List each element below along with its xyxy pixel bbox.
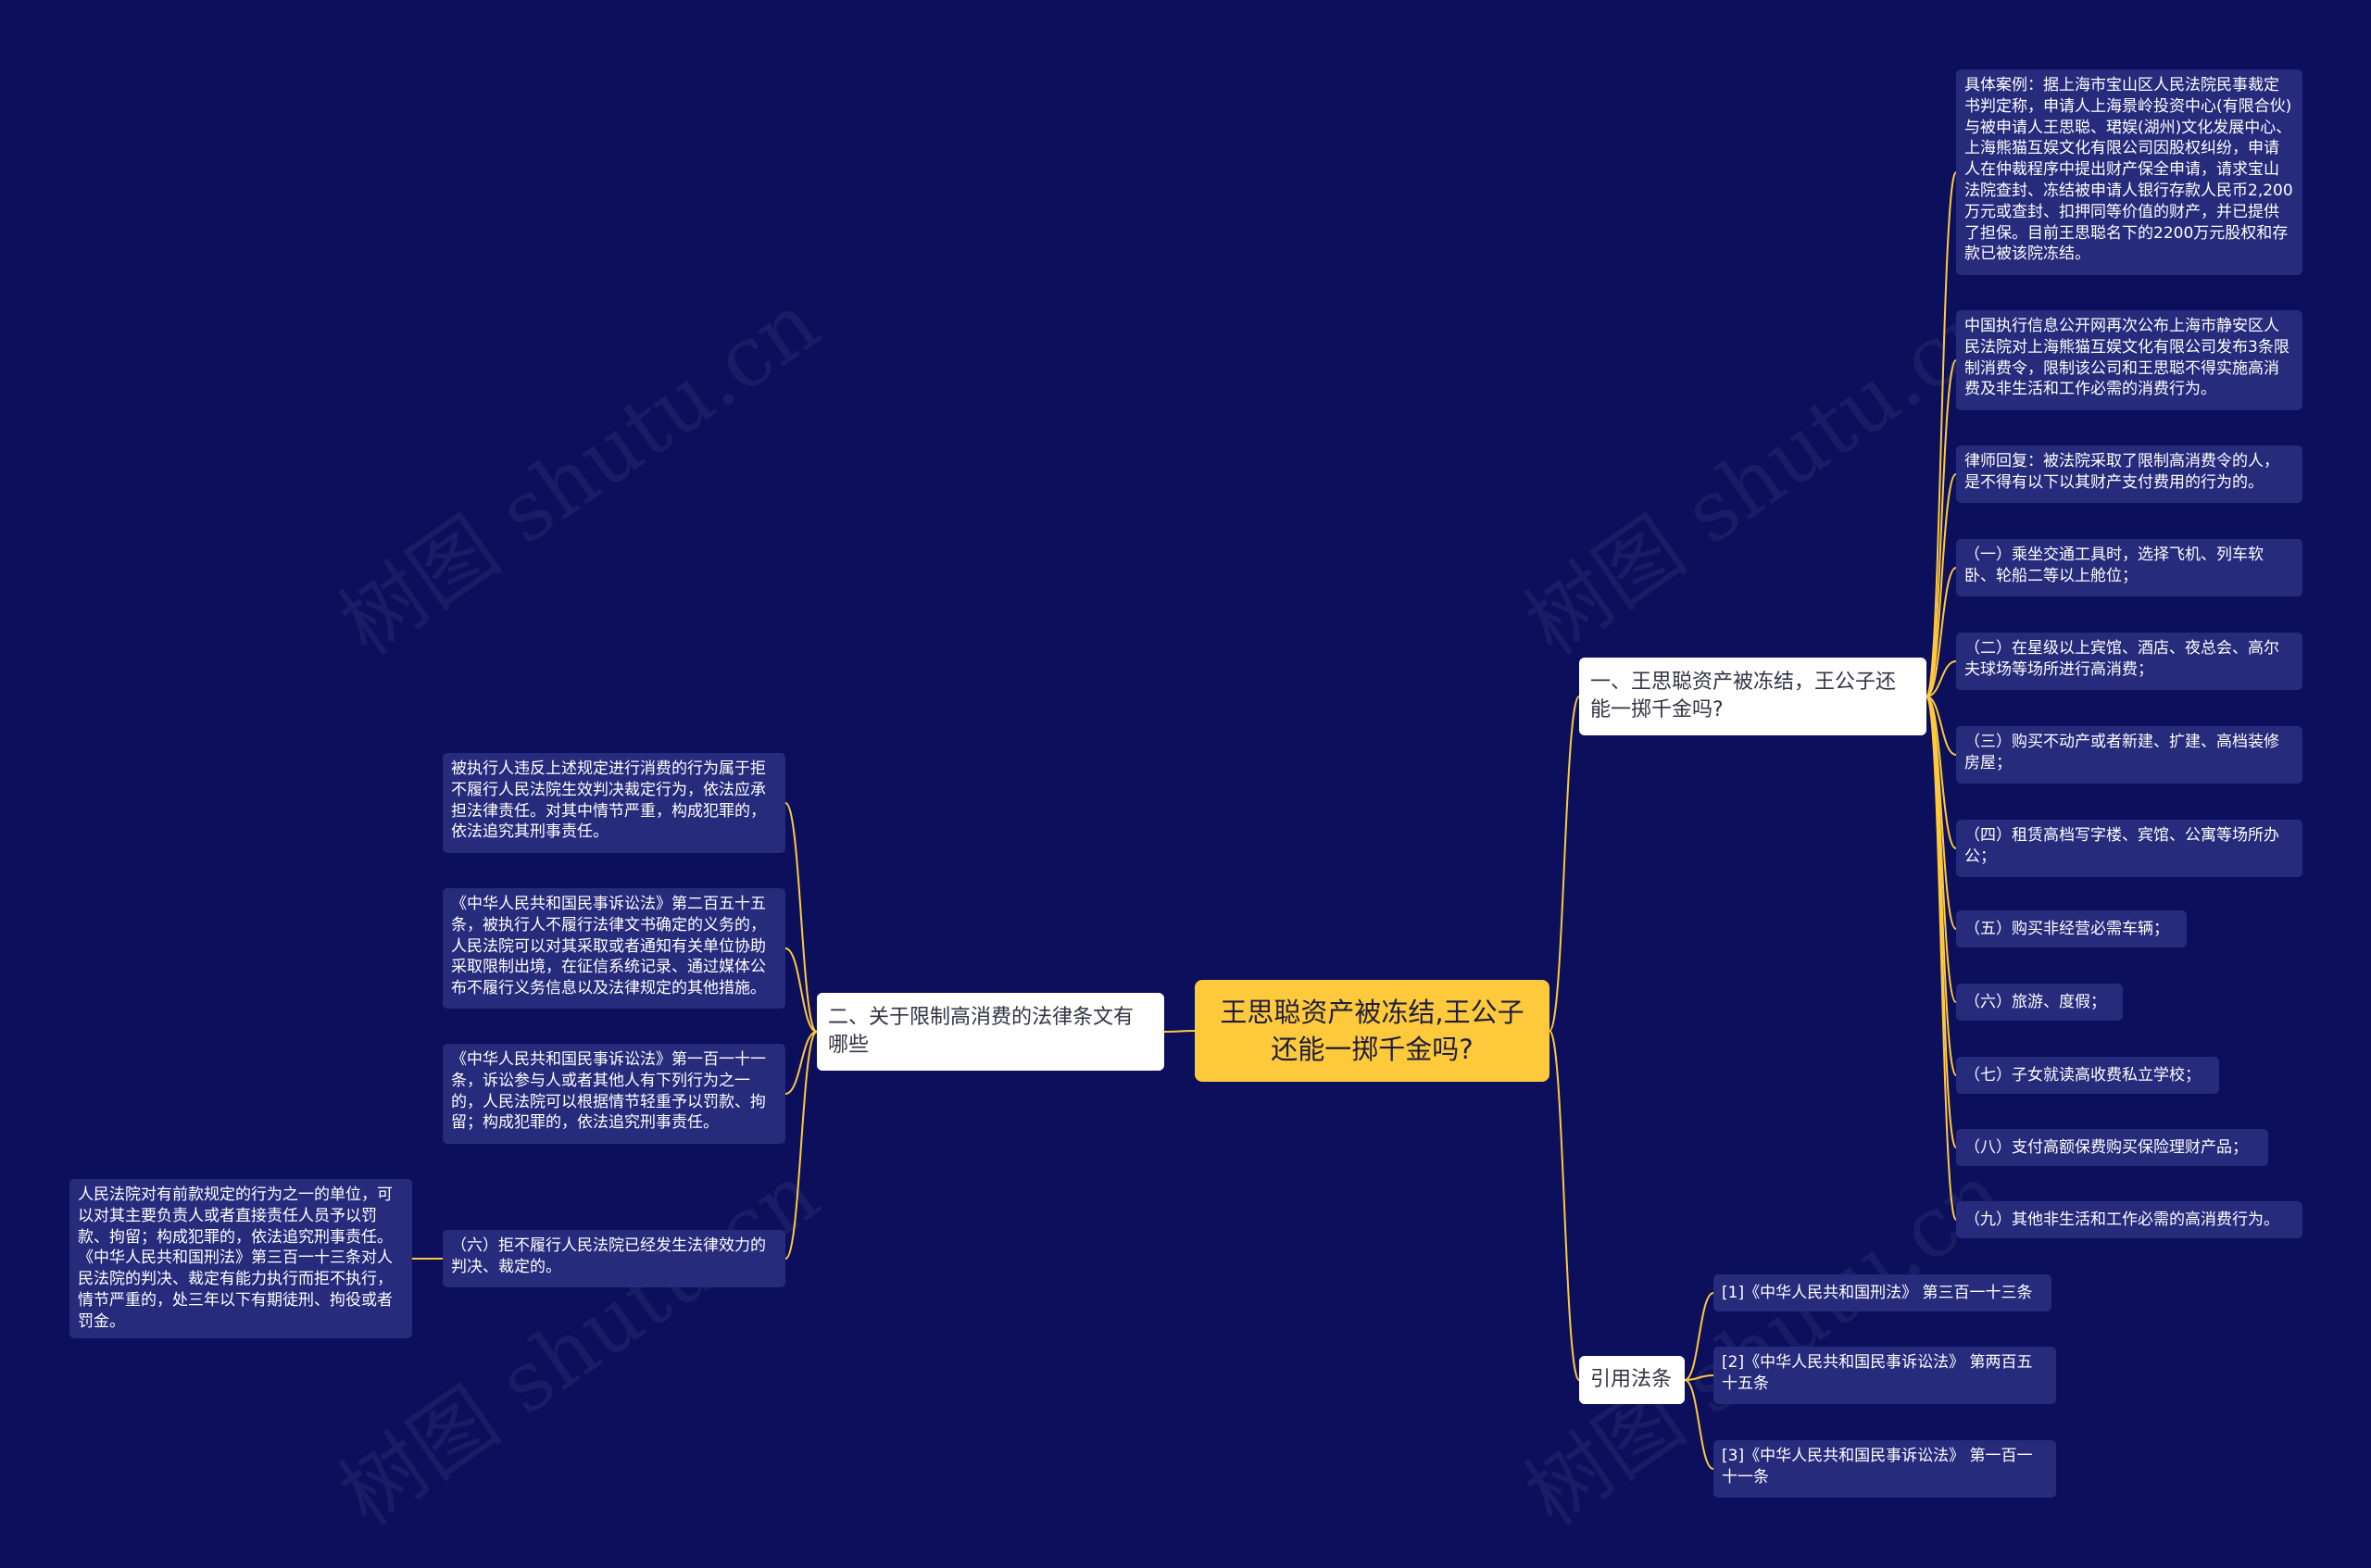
connector-branch3-2 [1684, 1379, 1714, 1470]
leaf-refuse-execution[interactable]: （六）拒不履行人民法院已经发生法律效力的判决、裁定的。 [443, 1230, 785, 1287]
connector-branch1-4 [1926, 660, 1957, 697]
leaf-citation-3[interactable]: [3]《中华人民共和国民事诉讼法》 第一百一十一条 [1713, 1440, 2056, 1498]
branch-node-legal-provisions[interactable]: 二、关于限制高消费的法律条文有哪些 [817, 993, 1164, 1071]
connector-branch1-11 [1926, 696, 1957, 1221]
connector-branch3-0 [1684, 1292, 1714, 1381]
leaf-civil-procedure-111[interactable]: 《中华人民共和国民事诉讼法》第一百一十一条，诉讼参与人或者其他人有下列行为之一的… [443, 1044, 785, 1144]
connector-branch1-2 [1926, 473, 1957, 697]
leaf-rule-5[interactable]: （五）购买非经营必需车辆； [1956, 910, 2187, 947]
connector-branch1-1 [1926, 359, 1957, 697]
leaf-rule-3[interactable]: （三）购买不动产或者新建、扩建、高档装修房屋； [1956, 726, 2302, 784]
leaf-citation-1[interactable]: [1]《中华人民共和国刑法》 第三百一十三条 [1713, 1274, 2051, 1311]
connector-branch1-0 [1926, 171, 1957, 697]
root-node[interactable]: 王思聪资产被冻结,王公子还能一掷千金吗? [1195, 980, 1549, 1082]
leaf-lawyer-reply[interactable]: 律师回复：被法院采取了限制高消费令的人，是不得有以下以其财产支付费用的行为的。 [1956, 445, 2302, 503]
leaf-rule-4[interactable]: （四）租赁高档写字楼、宾馆、公寓等场所办公； [1956, 820, 2302, 877]
leaf-citation-2[interactable]: [2]《中华人民共和国民事诉讼法》 第两百五十五条 [1713, 1347, 2056, 1404]
leaf-rule-2[interactable]: （二）在星级以上宾馆、酒店、夜总会、高尔夫球场等场所进行高消费； [1956, 633, 2302, 690]
leaf-rule-7[interactable]: （七）子女就读高收费私立学校； [1956, 1057, 2219, 1094]
connector-branch2-0 [784, 802, 818, 1033]
branch-node-cited-laws[interactable]: 引用法条 [1579, 1356, 1685, 1404]
connector-root-right-1 [1549, 1030, 1580, 1381]
connector-branch2-3 [784, 1031, 818, 1260]
leaf-unit-penalty[interactable]: 人民法院对有前款规定的行为之一的单位，可以对其主要负责人或者直接责任人员予以罚款… [69, 1179, 412, 1338]
leaf-violation-liability[interactable]: 被执行人违反上述规定进行消费的行为属于拒不履行人民法院生效判决裁定行为，依法应承… [443, 753, 785, 853]
leaf-rule-6[interactable]: （六）旅游、度假； [1956, 984, 2123, 1021]
connector-root-left-0 [1163, 1030, 1196, 1033]
connector-branch2-1 [784, 947, 818, 1033]
leaf-rule-8[interactable]: （八）支付高额保费购买保险理财产品； [1956, 1129, 2268, 1166]
connector-branch2-2 [784, 1031, 818, 1095]
leaf-rule-9[interactable]: （九）其他非生活和工作必需的高消费行为。 [1956, 1201, 2302, 1238]
branch-node-assets-frozen[interactable]: 一、王思聪资产被冻结，王公子还能一掷千金吗? [1579, 658, 1926, 735]
leaf-case-detail[interactable]: 具体案例：据上海市宝山区人民法院民事裁定书判定称，申请人上海景岭投资中心(有限合… [1956, 69, 2302, 275]
leaf-rule-1[interactable]: （一）乘坐交通工具时，选择飞机、列车软卧、轮船二等以上舱位； [1956, 539, 2302, 596]
leaf-civil-procedure-255[interactable]: 《中华人民共和国民事诉讼法》第二百五十五条，被执行人不履行法律文书确定的义务的，… [443, 888, 785, 1009]
connector-branch1-5 [1926, 696, 1957, 756]
connector-branch1-3 [1926, 567, 1957, 697]
connector-branch3-1 [1684, 1374, 1714, 1381]
connector-root-right-0 [1549, 696, 1580, 1032]
leaf-consumption-ban-notice[interactable]: 中国执行信息公开网再次公布上海市静安区人民法院对上海熊猫互娱文化有限公司发布3条… [1956, 310, 2302, 410]
